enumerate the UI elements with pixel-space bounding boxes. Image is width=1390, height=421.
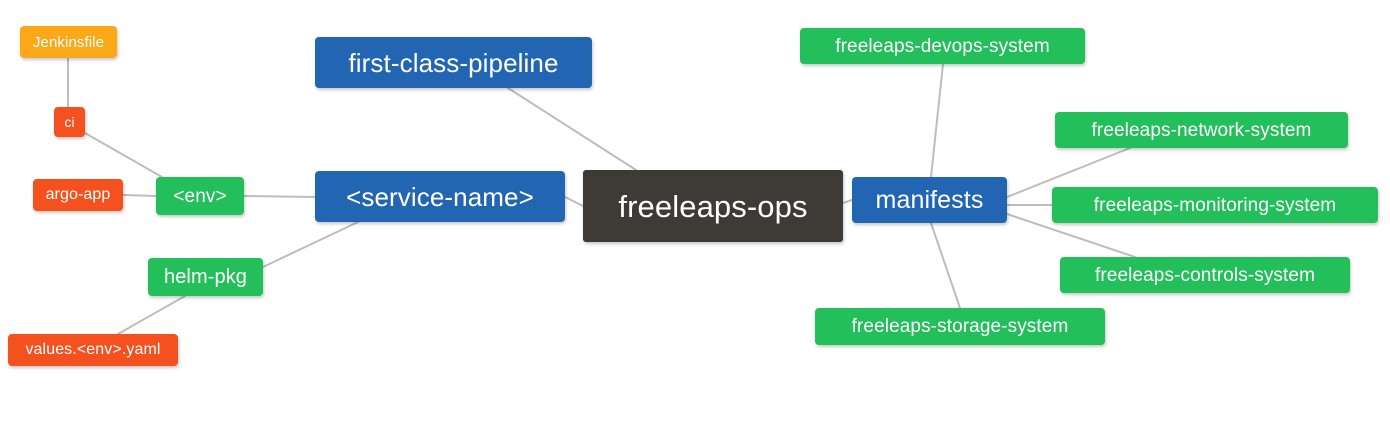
node-ci[interactable]: ci [54, 107, 85, 137]
node-first-class-pipeline[interactable]: first-class-pipeline [315, 37, 592, 88]
node-label: argo-app [45, 186, 111, 203]
node-label: freeleaps-devops-system [835, 35, 1050, 57]
node-manifests[interactable]: manifests [852, 177, 1007, 223]
edge-env-to-argo-app [122, 194, 157, 197]
edge-service-name-to-helm-pkg [262, 221, 359, 268]
node-label: freeleaps-storage-system [851, 316, 1069, 337]
node-freeleaps-network-system[interactable]: freeleaps-network-system [1055, 112, 1348, 148]
node-label: <env> [173, 185, 227, 207]
edge-manifests-to-freeleaps-devops-system [930, 63, 944, 178]
node-label: Jenkinsfile [32, 33, 105, 51]
node-label: <service-name> [346, 181, 534, 212]
node-label: freeleaps-controls-system [1094, 264, 1316, 286]
edge-helm-pkg-to-values-env-yaml [117, 295, 186, 335]
node-freeleaps-monitoring-system[interactable]: freeleaps-monitoring-system [1052, 187, 1378, 223]
edge-manifests-to-freeleaps-storage-system [930, 222, 961, 309]
edge-env-to-ci [84, 132, 163, 178]
node-label: values.<env>.yaml [25, 341, 161, 358]
node-label: ci [64, 114, 75, 130]
edge-freeleaps-ops-to-manifests [842, 199, 853, 204]
edge-service-name-to-env [243, 195, 316, 198]
node-label: helm-pkg [163, 266, 248, 288]
node-freeleaps-storage-system[interactable]: freeleaps-storage-system [815, 308, 1105, 345]
node-jenkinsfile[interactable]: Jenkinsfile [20, 26, 117, 58]
edge-freeleaps-ops-to-service-name [564, 196, 584, 207]
node-label: manifests [875, 185, 984, 214]
edge-freeleaps-ops-to-first-class-pipeline [507, 87, 637, 171]
node-argo-app[interactable]: argo-app [33, 179, 123, 211]
node-service-name[interactable]: <service-name> [315, 171, 565, 222]
node-label: freeleaps-network-system [1091, 119, 1312, 141]
node-label: freeleaps-ops [618, 188, 808, 224]
node-env[interactable]: <env> [156, 177, 244, 215]
node-freeleaps-controls-system[interactable]: freeleaps-controls-system [1060, 257, 1350, 293]
node-helm-pkg[interactable]: helm-pkg [148, 258, 263, 296]
node-label: first-class-pipeline [348, 47, 559, 78]
node-freeleaps-ops[interactable]: freeleaps-ops [583, 170, 843, 242]
node-label: freeleaps-monitoring-system [1093, 194, 1337, 216]
node-freeleaps-devops-system[interactable]: freeleaps-devops-system [800, 28, 1085, 64]
node-values-env-yaml[interactable]: values.<env>.yaml [8, 334, 178, 366]
